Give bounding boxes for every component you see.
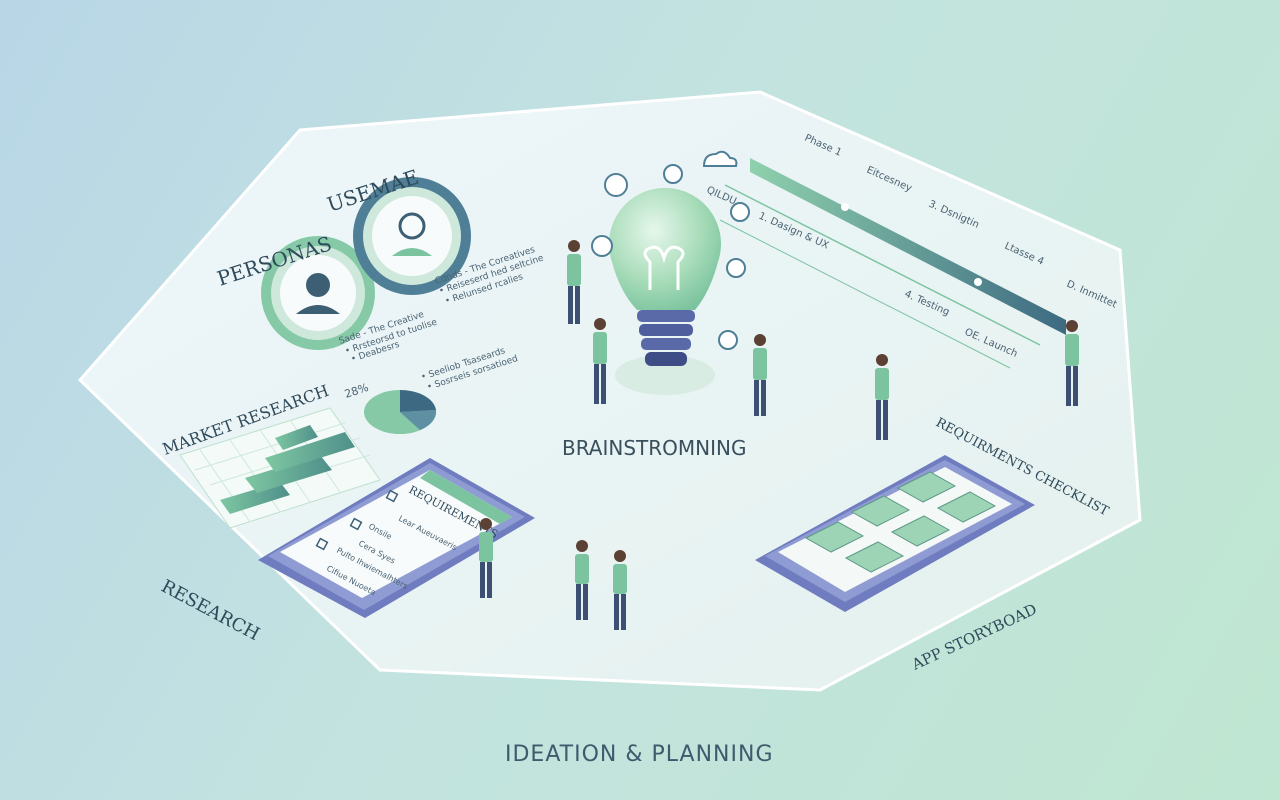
storyboard-card (804, 521, 865, 553)
gear-icon (663, 164, 683, 184)
idea-icon (730, 202, 750, 222)
persona-right-avatar (353, 177, 471, 295)
requirements-tablet (258, 458, 535, 618)
document-icon (604, 173, 628, 197)
timeline (719, 158, 1066, 369)
storyboard-tablet (755, 455, 1035, 612)
person-figure (593, 318, 607, 404)
person-figure (613, 550, 627, 630)
person-figure (875, 354, 889, 440)
cloud-icon (702, 150, 738, 167)
person-figure (1065, 320, 1079, 406)
person-figure (753, 334, 767, 416)
storyboard-card (936, 491, 997, 523)
storyboard-card (844, 541, 905, 573)
check-icon (718, 330, 738, 350)
pie-chart (364, 389, 437, 434)
lightbulb-icon (609, 187, 721, 395)
market-research-chart (179, 407, 381, 529)
brainstorming-label: BRAINSTROMNING (562, 436, 746, 460)
storyboard-card (890, 515, 951, 547)
storyboard-card (850, 495, 911, 527)
ideation-title: IDEATION & PLANNING (505, 742, 774, 767)
checkbox-icon (315, 489, 399, 551)
people (479, 240, 1079, 630)
person-figure (575, 540, 589, 620)
persona-left-avatar (261, 236, 375, 350)
chart-icon (726, 258, 746, 278)
chat-icon (591, 235, 613, 257)
research-label: RESEARCH (158, 576, 263, 645)
person-figure (479, 518, 493, 598)
floating-icons (591, 150, 750, 350)
person-figure (567, 240, 581, 324)
storyboard-card (896, 471, 957, 503)
